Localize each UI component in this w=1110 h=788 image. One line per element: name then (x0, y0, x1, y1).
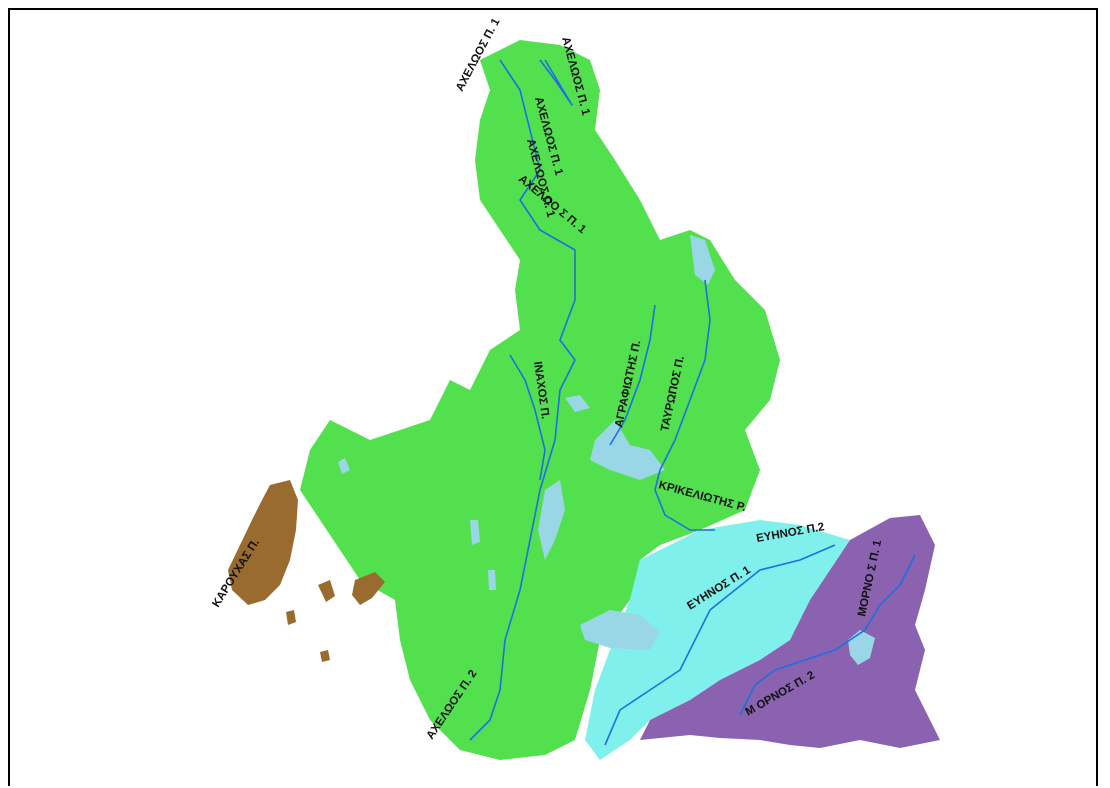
lake-mornos (848, 630, 875, 665)
mornos-basin (640, 515, 940, 748)
river-agrafiotis (609, 304, 656, 446)
river-acheloos-trib (539, 59, 573, 106)
river-tavropos (654, 279, 711, 491)
river-krikeliotis (654, 489, 715, 531)
lake-small-1 (565, 395, 590, 412)
islet-2 (318, 580, 335, 602)
karouchas-area (228, 480, 385, 662)
river-mornos (739, 554, 916, 716)
lake-stratos (690, 235, 715, 285)
map-frame (8, 8, 1098, 786)
lakes (338, 235, 875, 665)
lake-small-2 (338, 458, 350, 474)
acheloos-basin (300, 40, 780, 760)
lake-kremasta (590, 420, 665, 480)
river-acheloos (469, 59, 576, 741)
rivers (469, 59, 916, 746)
lake-kastraki (538, 480, 565, 560)
lefkada-island (228, 480, 298, 605)
islet-4 (320, 650, 330, 662)
evinos-basin (585, 520, 850, 760)
lake-small-3 (470, 520, 480, 545)
river-inachos (509, 354, 546, 481)
lake-small-4 (488, 570, 496, 590)
river-evinos (604, 544, 836, 746)
islet-3 (286, 610, 296, 625)
lake-trichonida (580, 610, 660, 650)
islet-1 (352, 572, 385, 605)
